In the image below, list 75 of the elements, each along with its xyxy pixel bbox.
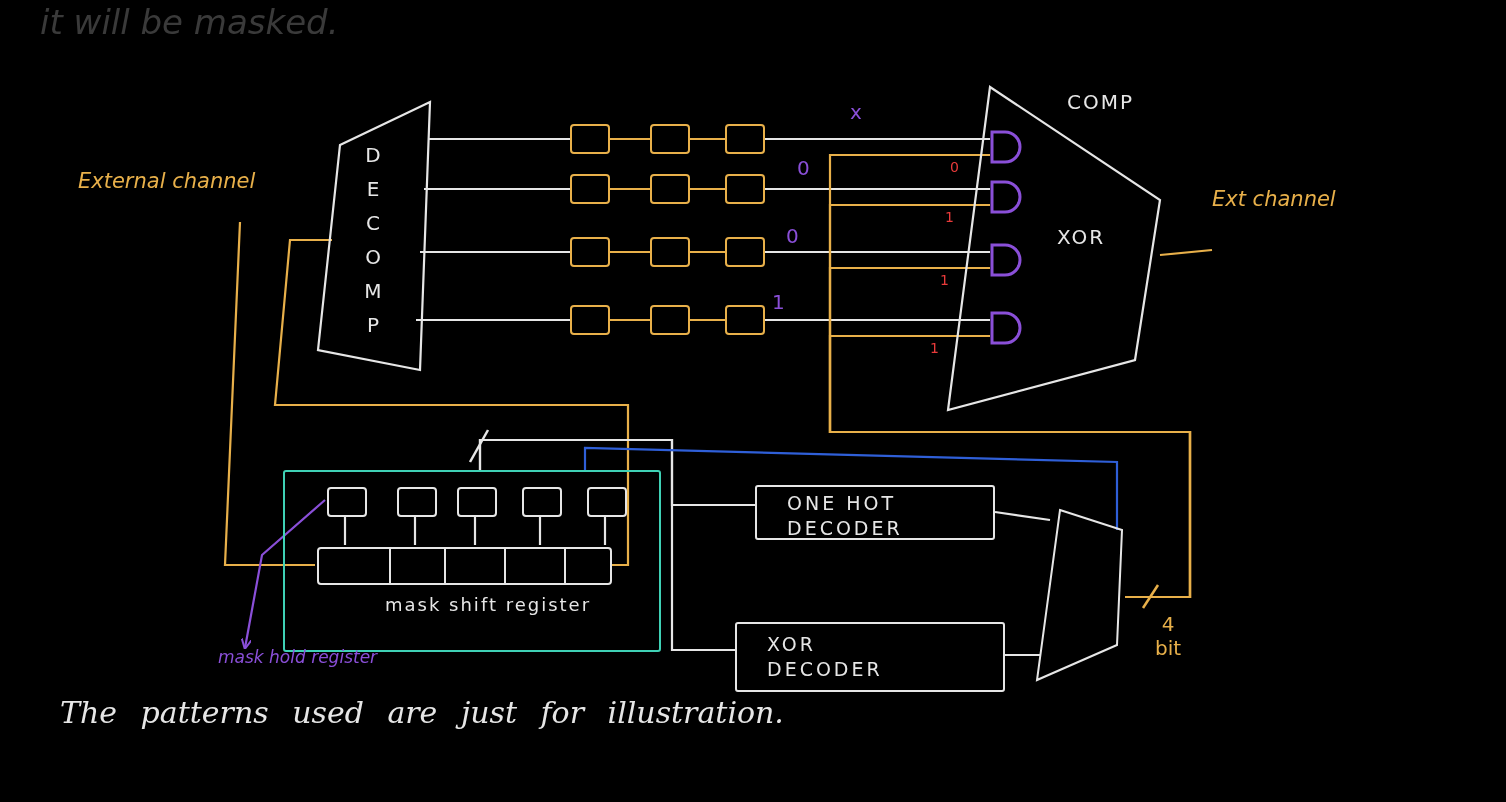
- flip-flop: [725, 305, 765, 335]
- leader-arrow: [240, 499, 326, 650]
- register-cell: [457, 487, 497, 517]
- flip-flop: [725, 174, 765, 204]
- wire: [223, 221, 315, 567]
- decoder-label: XOR DECODER: [767, 632, 884, 682]
- bit-value: 0: [797, 156, 810, 180]
- register-cell: [587, 487, 627, 517]
- wire: [765, 250, 990, 254]
- wire: [273, 238, 630, 567]
- wire: [690, 137, 725, 141]
- wire: [690, 187, 725, 191]
- register-cell: [522, 487, 562, 517]
- wire: [343, 515, 347, 545]
- bit-value: 1: [772, 290, 785, 314]
- bit-value: x: [850, 100, 862, 124]
- flip-flop: [570, 237, 610, 267]
- flip-flop: [650, 305, 690, 335]
- block-label: COMP: [1067, 90, 1135, 114]
- register-label: mask shift register: [385, 594, 592, 615]
- faded-note: it will be masked.: [40, 2, 339, 42]
- register-row: [317, 547, 612, 585]
- caption: The patterns used are just for illustration.: [60, 695, 784, 730]
- wire: [828, 334, 1192, 599]
- flip-flop: [650, 174, 690, 204]
- decompressor-block: [315, 100, 433, 372]
- register-cell: [327, 487, 367, 517]
- block-label: XOR: [1057, 225, 1106, 249]
- and-gate: [990, 180, 1024, 214]
- wire: [610, 318, 650, 322]
- block-label: DECOMP: [363, 142, 385, 339]
- wire: [994, 510, 1051, 522]
- wire: [765, 187, 990, 191]
- wire: [610, 137, 650, 141]
- flip-flop: [570, 305, 610, 335]
- bit-value: 0: [786, 224, 799, 248]
- flip-flop: [725, 124, 765, 154]
- bit-value: 0: [950, 159, 959, 175]
- wire: [478, 438, 735, 652]
- channel-label: External channel: [78, 170, 268, 222]
- wire: [424, 187, 570, 191]
- wire: [765, 137, 990, 141]
- wire: [690, 318, 725, 322]
- register-cell: [397, 487, 437, 517]
- wire: [765, 318, 990, 322]
- bit-value: 1: [945, 209, 954, 225]
- wire: [603, 515, 607, 545]
- wire: [690, 250, 725, 254]
- and-gate: [990, 243, 1024, 277]
- wire: [583, 446, 1119, 530]
- wire: [416, 318, 570, 322]
- wire: [538, 515, 542, 545]
- wire: [413, 515, 417, 545]
- and-gate: [990, 130, 1024, 164]
- wire: [610, 187, 650, 191]
- wire: [1005, 653, 1040, 657]
- bit-value: 1: [930, 340, 939, 356]
- flip-flop: [570, 124, 610, 154]
- flip-flop: [570, 174, 610, 204]
- wire: [473, 515, 477, 545]
- bit-value: 1: [940, 272, 949, 288]
- decoder-label: ONE HOT DECODER: [787, 491, 904, 541]
- callout-text: mask hold register: [218, 648, 388, 690]
- bus-width-label: 4 bit: [1153, 612, 1183, 660]
- flip-flop: [650, 124, 690, 154]
- wire: [610, 250, 650, 254]
- decoder-box: [755, 485, 995, 540]
- flip-flop: [725, 237, 765, 267]
- wire: [1159, 248, 1213, 257]
- channel-label: Ext channel: [1212, 188, 1352, 250]
- wire: [428, 137, 570, 141]
- wire: [420, 250, 570, 254]
- and-gate: [990, 311, 1024, 345]
- flip-flop: [650, 237, 690, 267]
- decoder-box: [735, 622, 1005, 692]
